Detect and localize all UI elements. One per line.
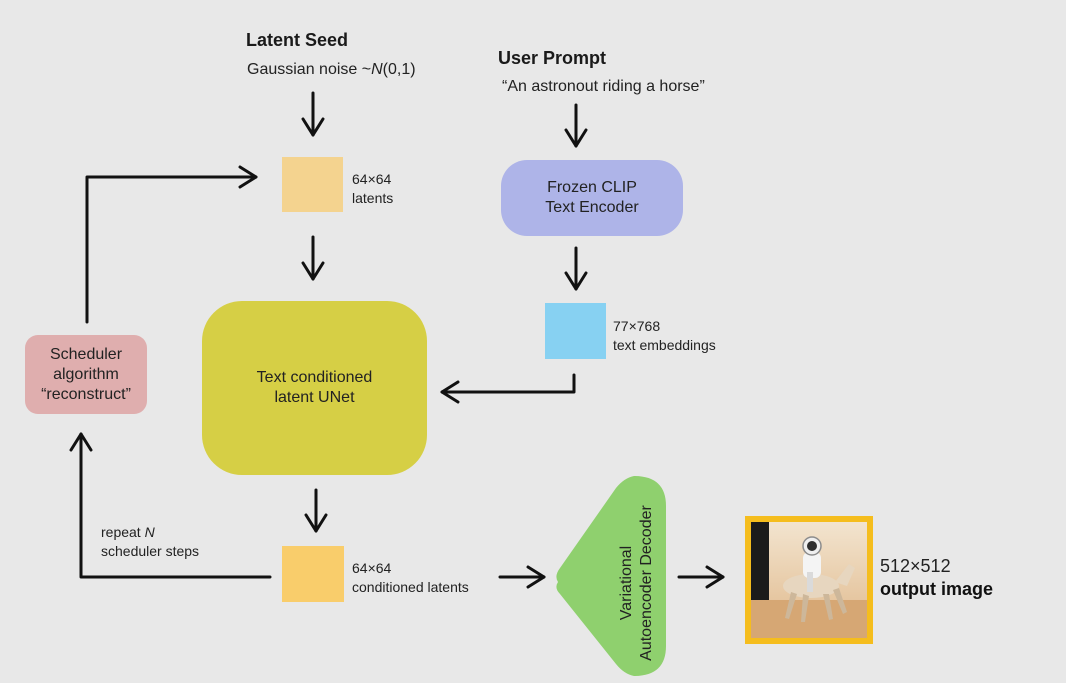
user-prompt-title: User Prompt [498,48,607,68]
arrow-conditioned-to-scheduler [69,432,272,579]
output-image-frame [745,516,873,644]
arrow-embeddings-to-unet [440,373,576,404]
text-embeddings-square [545,303,606,359]
latent-seed-subtitle: Gaussian noise ~N(0,1) [247,61,416,78]
latent-seed-title: Latent Seed [246,30,349,50]
vae-decoder-shape [556,476,666,676]
arrow-scheduler-to-latents [85,165,258,324]
latents-square [282,157,343,212]
conditioned-latents-square [282,546,344,602]
user-prompt-text: “An astronout riding a horse” [502,78,705,95]
repeat-steps-label: repeat N scheduler steps [101,524,200,559]
astronaut-horse-image [751,522,867,638]
output-size-label: 512×512 [880,556,951,576]
output-image-label: output image [880,579,993,599]
